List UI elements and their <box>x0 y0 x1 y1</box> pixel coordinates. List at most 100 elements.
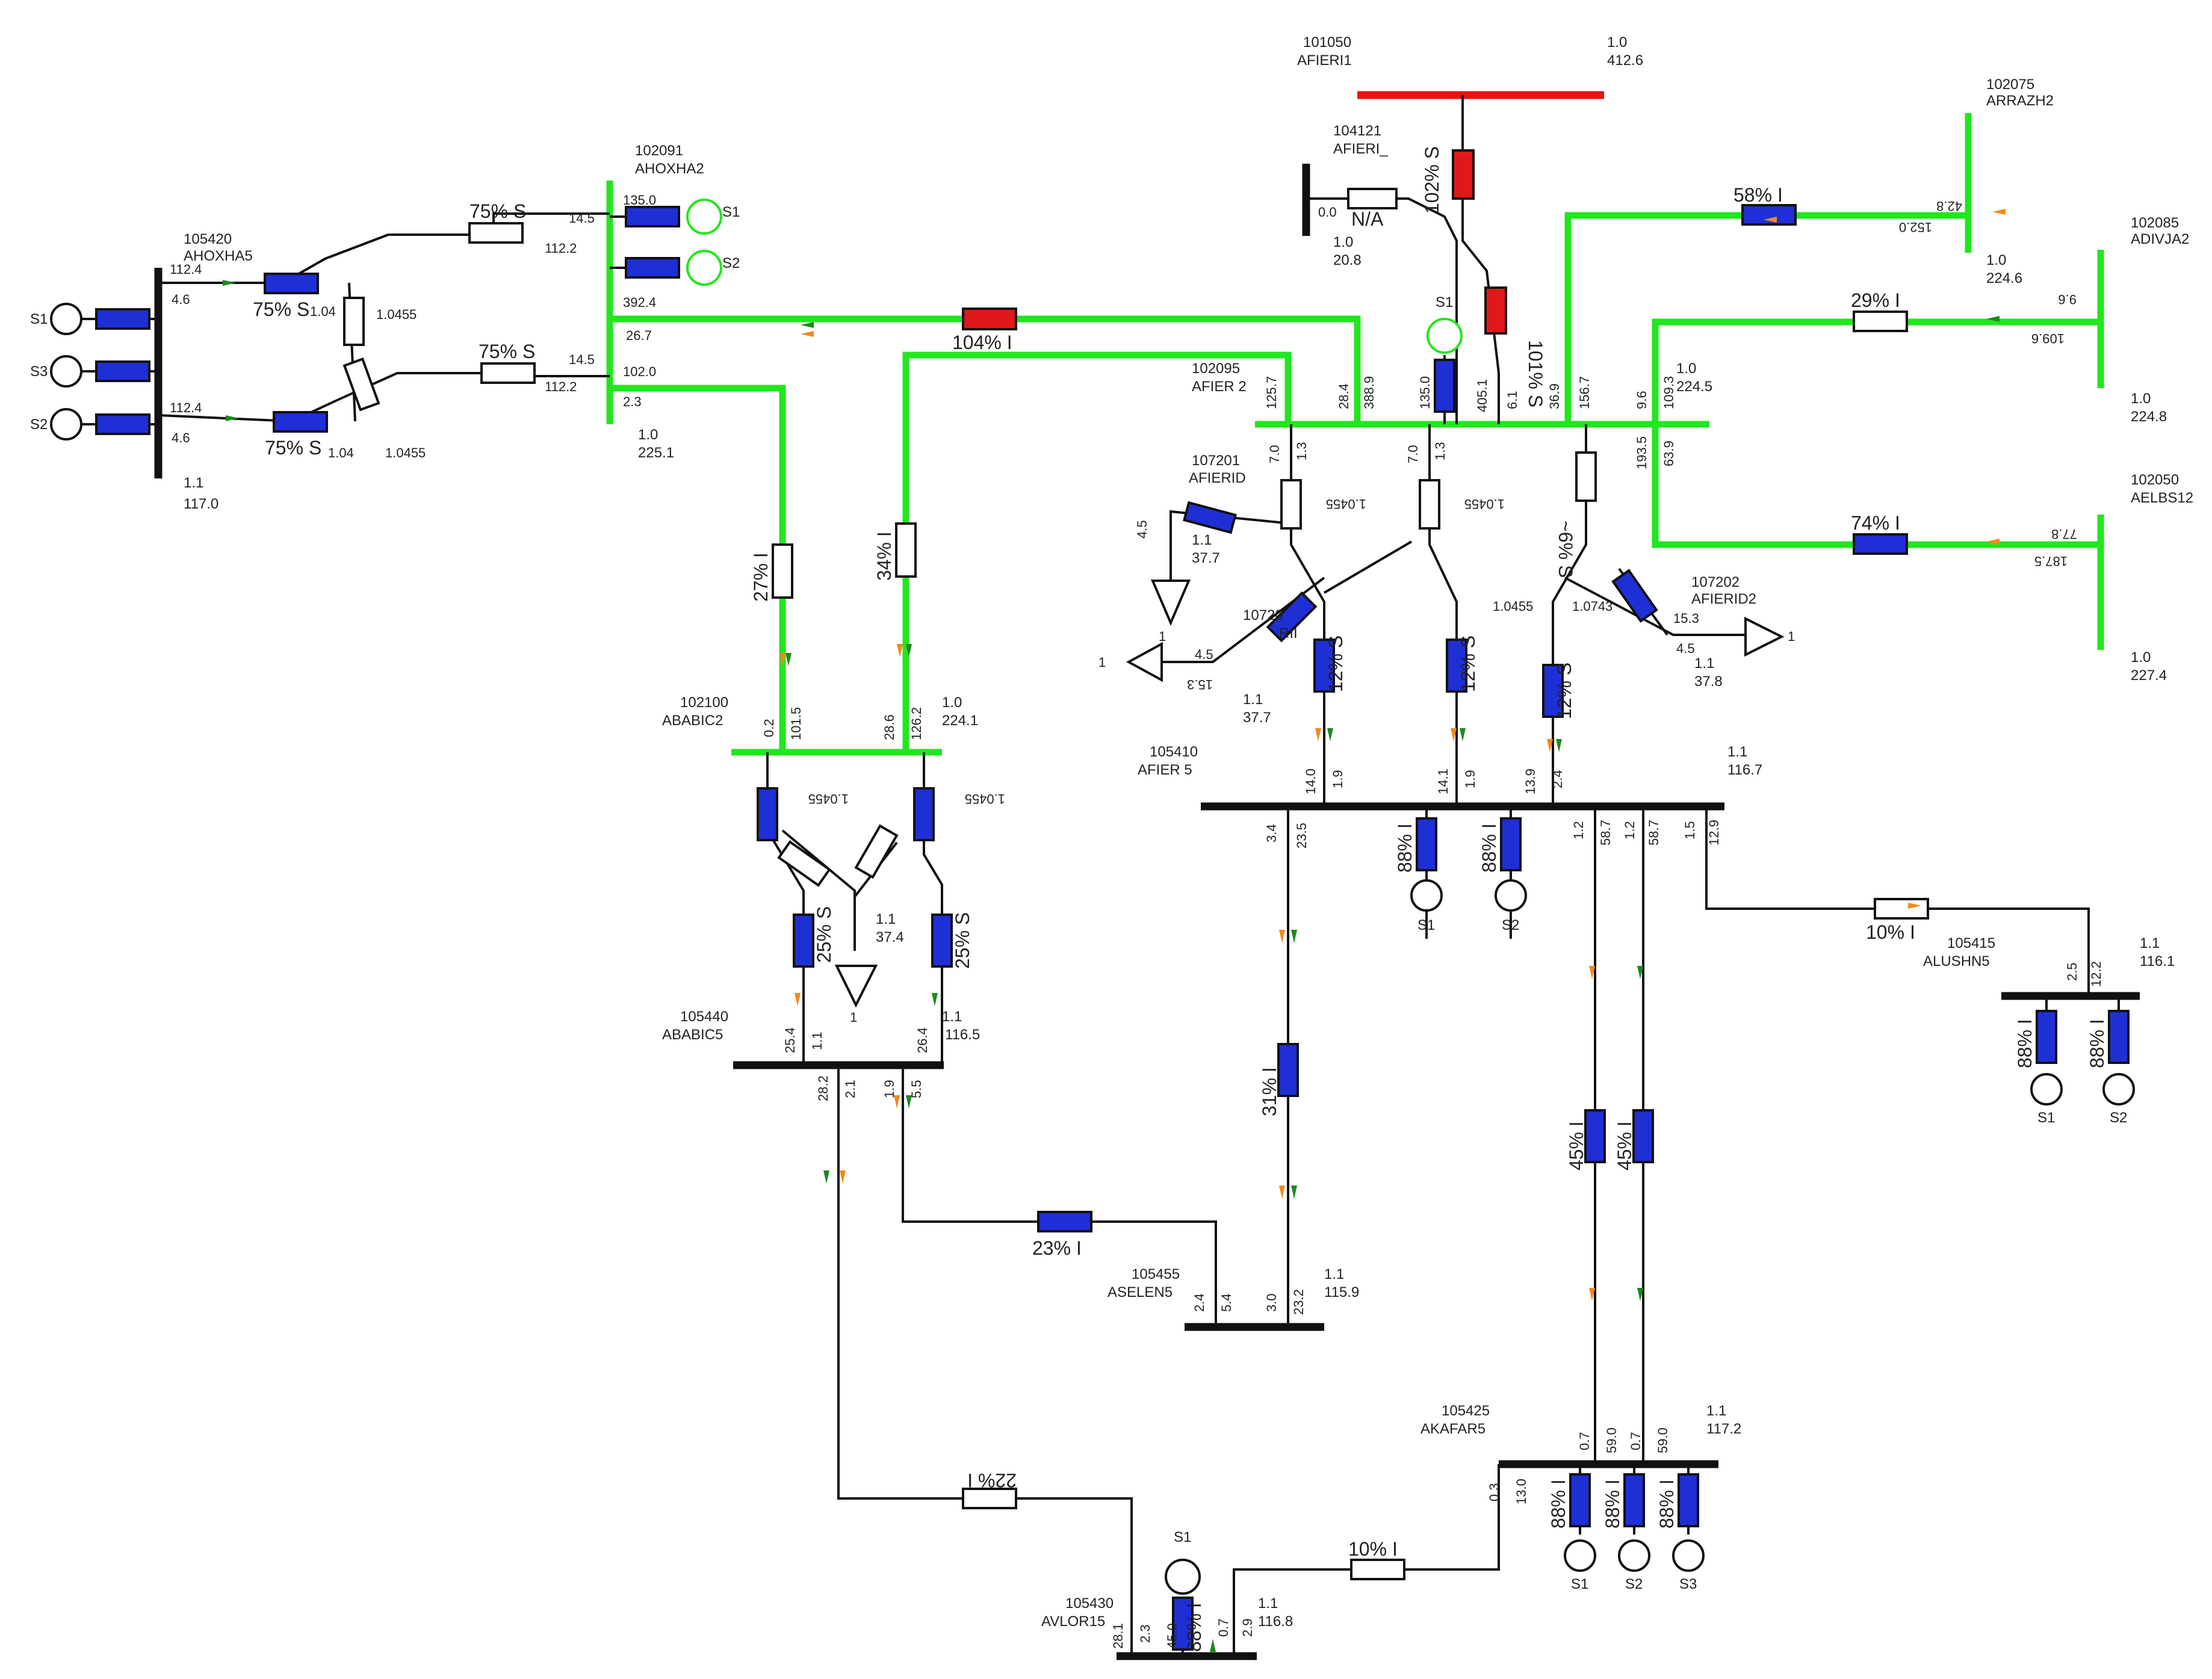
line-afier2-aelbs12[interactable] <box>1652 424 2101 548</box>
avlor15-gen-s1-icon[interactable] <box>1165 1559 1201 1595</box>
afierid1-vkv: 37.7 <box>1192 550 1220 566</box>
line-afier2-ababic2[interactable] <box>902 351 1292 752</box>
ababic-tert-vkv: 37.4 <box>876 929 904 945</box>
ahoxha5-gen-s2-icon[interactable] <box>50 408 82 441</box>
afier-t3-box[interactable] <box>1542 664 1564 718</box>
alushn5-gen-s1-box[interactable] <box>2036 1010 2057 1064</box>
akafar5-gen-s2-icon[interactable] <box>1618 1539 1650 1572</box>
ahoxha2-gen-s2-box[interactable] <box>625 257 680 279</box>
afier5-1-2-a: 1.2 <box>1571 821 1586 840</box>
afier2-gen-s1-box[interactable] <box>1434 359 1455 413</box>
ahoxha5-gen-s1-icon[interactable] <box>50 303 82 335</box>
akafar5-gen-s2-box[interactable] <box>1623 1473 1645 1527</box>
afier5-aselen5-box[interactable] <box>1277 1043 1299 1097</box>
ahoxha-112-2-b: 112.2 <box>545 379 577 394</box>
afierid-mid-num: 10720 <box>1243 607 1283 623</box>
afier2-1-3-b: 1.3 <box>1433 442 1448 460</box>
ababic5-aselen5-box[interactable] <box>1037 1211 1092 1232</box>
line-afier2-arrazh2[interactable] <box>1564 212 1968 424</box>
ababic-tert-box1[interactable] <box>777 840 831 887</box>
afier5-2-4: 2.4 <box>1550 770 1565 788</box>
flow-arrows <box>223 209 2006 1652</box>
ahoxha2-vkv: 225.1 <box>638 445 674 461</box>
ahoxha5-num: 105420 <box>184 231 232 247</box>
ahoxha-t2-low-box[interactable] <box>273 411 328 433</box>
alushn5-gen-s1-icon[interactable] <box>2030 1073 2063 1105</box>
akafar5-gen-s3-box[interactable] <box>1678 1473 1699 1527</box>
ababic5-avlor15-box[interactable] <box>962 1488 1017 1509</box>
afierid-mid-load-icon[interactable] <box>1126 642 1163 682</box>
ahoxha-tert-box2[interactable] <box>342 357 380 412</box>
ahoxha2-gen-s1-box[interactable] <box>625 206 680 227</box>
akafar-0-7-a: 0.7 <box>1577 1432 1592 1450</box>
avlor15-gen-s1-box[interactable] <box>1172 1597 1194 1651</box>
ababic2-126-2: 126.2 <box>909 707 924 740</box>
ababic-t1-box[interactable] <box>793 914 814 968</box>
arrazh2-vpu: 1.0 <box>1986 252 2006 268</box>
afier5-gen-s1-icon[interactable] <box>1410 879 1443 912</box>
afier-t2-top-box[interactable] <box>1419 479 1440 530</box>
akafar5-gen-s1-box[interactable] <box>1569 1473 1591 1527</box>
afierid-mid-vpu: 1.1 <box>1243 691 1263 708</box>
line-afier2-adivja2[interactable] <box>1652 318 2101 424</box>
afieri1-afier2-box[interactable] <box>1484 286 1507 335</box>
line-ahoxha2-afier2[interactable] <box>610 315 1361 424</box>
afier-t2-box[interactable] <box>1446 639 1467 693</box>
akafar5-gen-s3-icon[interactable] <box>1672 1539 1705 1572</box>
afier5-akafar5-box-a[interactable] <box>1584 1109 1606 1163</box>
akafar5-gen-s1-icon[interactable] <box>1564 1539 1596 1572</box>
afier5-gen-s2-icon[interactable] <box>1495 879 1527 912</box>
ahoxha-t1-low-box[interactable] <box>264 273 319 294</box>
afier2-36-9: 36.9 <box>1547 383 1562 409</box>
afier5-alushn5-box[interactable] <box>1874 898 1929 920</box>
afier-t1-box[interactable] <box>1313 639 1335 693</box>
afierid1-load-icon[interactable] <box>1150 580 1191 626</box>
afier2-adivja2-box[interactable] <box>1853 311 1908 332</box>
afierid2-tert-box[interactable] <box>1611 569 1658 623</box>
alushn5-gen-s2-box[interactable] <box>2108 1010 2130 1064</box>
ababic-load-icon[interactable] <box>834 965 878 1008</box>
ahoxha-t1-box[interactable] <box>468 222 524 244</box>
afier2-ababic2-box[interactable] <box>895 522 917 578</box>
afierid1-tert-box[interactable] <box>1183 501 1237 534</box>
ababic-tert-box2[interactable] <box>854 824 899 879</box>
afier2-arrazh2-box[interactable] <box>1741 204 1797 226</box>
ababic-t2-box[interactable] <box>931 914 953 968</box>
akafar5-avlor15-box[interactable] <box>1350 1559 1405 1580</box>
line-ahoxha2-ababic2[interactable] <box>610 385 786 752</box>
ahoxha-tap-c: 1.04 <box>328 445 354 460</box>
afier2-135: 135.0 <box>1417 376 1433 409</box>
ahoxha2-afier2-box[interactable] <box>962 308 1017 330</box>
ahoxha5-gen-s2-box[interactable] <box>95 413 150 435</box>
ahoxha-t2-box[interactable] <box>480 362 536 384</box>
ahoxha2-gen-s2-icon[interactable] <box>686 250 722 286</box>
afier-t3-top-box[interactable] <box>1575 451 1597 502</box>
afieri1-tr-box[interactable] <box>1452 149 1475 200</box>
ahoxha5-gen-s1-box[interactable] <box>95 308 150 330</box>
ababic-t1-top-box[interactable] <box>757 787 778 841</box>
ababic-t2-top-box[interactable] <box>913 787 935 841</box>
akafar-13: 13.0 <box>1514 1479 1529 1504</box>
afier5-gen-s2-box[interactable] <box>1500 817 1522 871</box>
alushn5-gen-s2-icon[interactable] <box>2102 1073 2135 1105</box>
afier5-alushn5-pct: 10% I <box>1866 921 1915 943</box>
ahoxha-tert-box[interactable] <box>343 297 365 346</box>
afier-t1-top-box[interactable] <box>1280 479 1302 530</box>
afierid2-load-icon[interactable] <box>1744 616 1785 657</box>
afierid-mid-box[interactable] <box>1266 591 1318 643</box>
ahoxha2-gen-s1-icon[interactable] <box>686 199 722 235</box>
afier2-aelbs12-box[interactable] <box>1853 533 1908 555</box>
ahoxha5-gen-s3-box[interactable] <box>95 360 150 382</box>
ahoxha5-gen-s3-icon[interactable] <box>50 355 82 388</box>
afier2-405: 405.1 <box>1475 379 1490 412</box>
afier5-gen-s1-box[interactable] <box>1416 817 1437 871</box>
afier5-akafar5-box-b[interactable] <box>1632 1109 1654 1163</box>
afier2-6-1: 6.1 <box>1505 391 1520 409</box>
afier2-gen-s1-icon[interactable] <box>1427 318 1463 354</box>
afier2-arrazh2-pct: 58% I <box>1733 184 1783 206</box>
afierid2-4-5: 4.5 <box>1676 641 1695 656</box>
afieri-tert-box[interactable] <box>1347 188 1398 209</box>
alushn5-vkv: 116.1 <box>2140 953 2175 969</box>
ahoxha2-ababic2-box[interactable] <box>772 543 793 599</box>
